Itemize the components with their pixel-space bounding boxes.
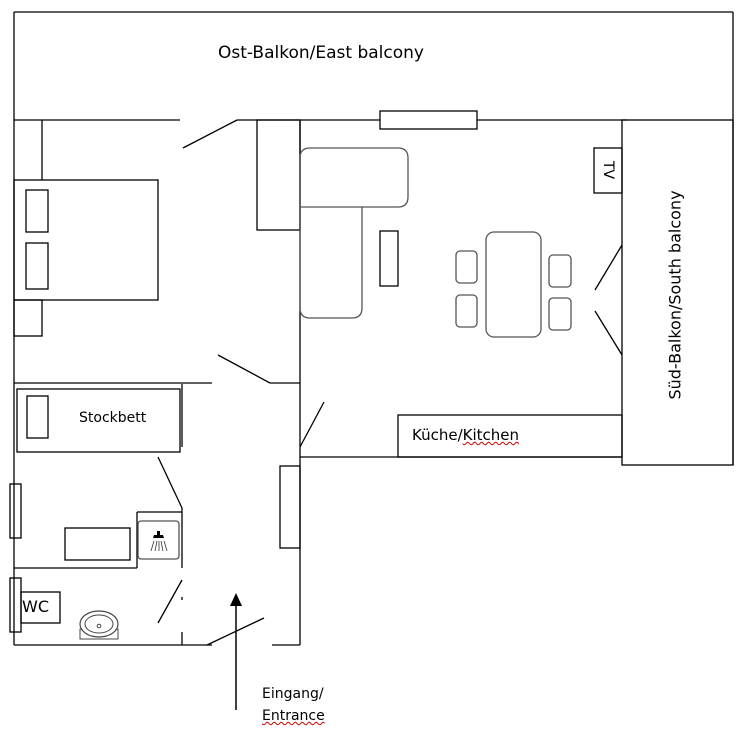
pillow (26, 395, 49, 439)
door-east-balcony (182, 119, 238, 149)
bed (13, 179, 159, 301)
window-bathroom (9, 483, 22, 539)
entrance-arrow-icon (230, 593, 242, 710)
door-bunk-room (157, 456, 183, 509)
door-bedroom (217, 354, 271, 384)
wc-label: WC (22, 597, 49, 616)
kitchen-label-en: Kitchen (462, 426, 520, 444)
hall-closet (279, 465, 301, 549)
bathtub (64, 527, 131, 561)
nightstand (13, 299, 43, 337)
kitchen-label: Küche/ (412, 426, 463, 444)
pillow (25, 242, 49, 290)
coffee-table (379, 230, 399, 287)
entrance-label-en: Entrance (262, 708, 325, 724)
outer-walls (13, 11, 734, 645)
chair (455, 294, 478, 328)
sink-icon (79, 610, 119, 640)
window-living-north (379, 110, 478, 130)
toilet (20, 591, 61, 624)
door-south-balcony-left (594, 244, 623, 291)
chair (548, 254, 572, 288)
bunk-bed (16, 388, 181, 453)
window-wc (9, 577, 22, 633)
wardrobe (256, 119, 301, 231)
chair (548, 297, 572, 331)
sofa (299, 147, 409, 319)
kitchen-counter (397, 414, 623, 458)
east-balcony-label: Ost-Balkon/East balcony (218, 43, 424, 63)
shower-icon (137, 520, 180, 560)
dining-table (485, 231, 542, 338)
chair (455, 250, 478, 284)
door-living (299, 401, 325, 448)
entrance-label-de: Eingang/ (262, 686, 324, 702)
tv-label: TV (600, 160, 616, 180)
pillow (25, 189, 49, 233)
door-south-balcony-right (594, 310, 623, 356)
bunk-bed-label: Stockbett (79, 410, 147, 426)
door-wc (157, 579, 183, 624)
south-balcony (621, 119, 734, 466)
south-balcony-label: Süd-Balkon/South balcony (665, 190, 685, 400)
